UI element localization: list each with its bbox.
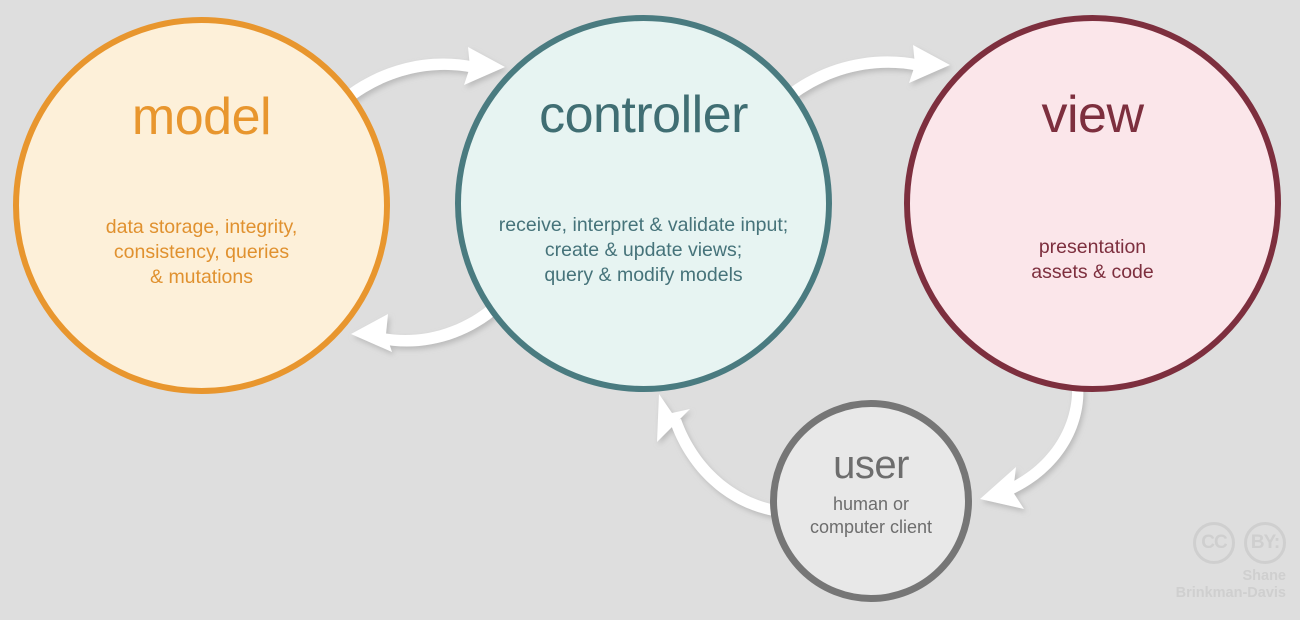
node-view[interactable]: view presentation assets & code [904,15,1281,392]
attribution-icon: BY: [1244,522,1286,564]
arrow-view-to-user [980,383,1084,509]
node-model-title: model [131,88,272,146]
node-view-title: view [1041,86,1144,144]
creative-commons-icon: CC [1193,522,1235,564]
author-name: Shane Brinkman-Davis [1175,568,1286,601]
arrow-controller-to-model [351,302,500,352]
node-view-description: presentation assets & code [1031,236,1154,283]
arrow-user-to-controller [657,394,776,516]
node-controller-description: receive, interpret & validate input; cre… [498,214,789,286]
node-user-title: user [833,443,909,487]
node-user-description: human or computer client [809,494,933,538]
arrow-controller-to-view [790,45,950,97]
cc-badge-group: CC BY: [1158,522,1286,564]
node-controller-title: controller [539,86,748,144]
node-model-description: data storage, integrity, consistency, qu… [105,216,298,288]
arrow-model-to-controller [345,47,505,101]
node-user[interactable]: user human or computer client [770,400,972,602]
node-controller[interactable]: controller receive, interpret & validate… [455,15,832,392]
node-model[interactable]: model data storage, integrity, consisten… [13,17,390,394]
creative-commons-credit: CC BY: Shane Brinkman-Davis [1158,522,1286,610]
